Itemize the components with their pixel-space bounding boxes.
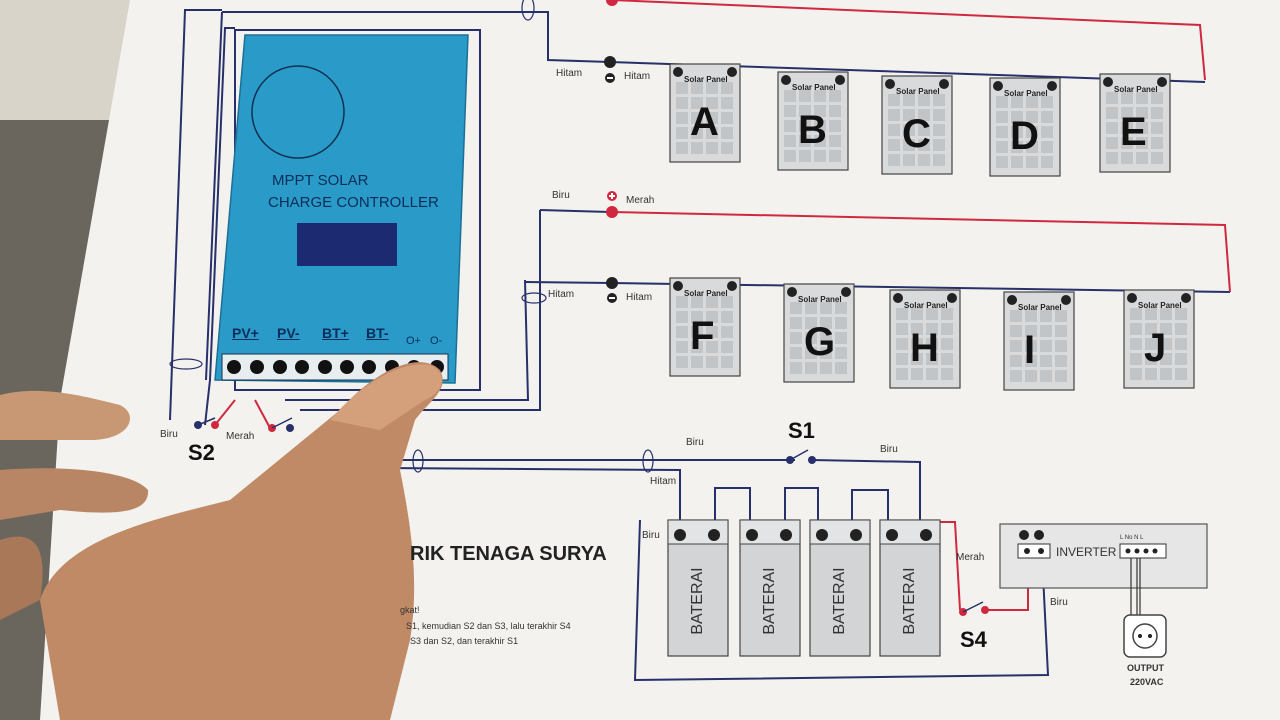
battery bbox=[739, 519, 801, 657]
terminal-screw bbox=[340, 360, 354, 374]
charge-controller bbox=[214, 29, 481, 391]
minus-terminal-icon bbox=[673, 67, 683, 77]
battery bbox=[809, 519, 871, 657]
plus-terminal-icon bbox=[1061, 295, 1071, 305]
controller-dial bbox=[251, 65, 345, 159]
terminal-screw bbox=[362, 360, 376, 374]
solar-panel-h bbox=[889, 289, 961, 389]
plus-terminal-icon bbox=[947, 293, 957, 303]
minus-terminal-icon bbox=[1127, 293, 1137, 303]
inverter bbox=[999, 523, 1208, 658]
minus-terminal-icon bbox=[1103, 77, 1113, 87]
battery-terminal-icon bbox=[780, 529, 792, 541]
battery-terminal-icon bbox=[746, 529, 758, 541]
battery-terminal-icon bbox=[708, 529, 720, 541]
battery-terminal-icon bbox=[886, 529, 898, 541]
terminal-screw bbox=[227, 360, 241, 374]
output-socket bbox=[1123, 614, 1167, 658]
plus-terminal-icon bbox=[1181, 293, 1191, 303]
minus-terminal-icon bbox=[787, 287, 797, 297]
batteries bbox=[667, 519, 941, 657]
battery bbox=[879, 519, 941, 657]
cable-ties bbox=[169, 0, 654, 473]
minus-terminal-icon bbox=[885, 79, 895, 89]
battery-terminal-icon bbox=[816, 529, 828, 541]
controller-display bbox=[297, 223, 397, 266]
terminal-screw bbox=[295, 360, 309, 374]
solar-panel-b bbox=[777, 71, 849, 171]
polarity-icons bbox=[605, 73, 617, 303]
battery-terminal-icon bbox=[850, 529, 862, 541]
minus-terminal-icon bbox=[673, 281, 683, 291]
wire-terminals bbox=[194, 0, 989, 616]
battery-terminal-icon bbox=[674, 529, 686, 541]
terminal-screws bbox=[227, 360, 444, 374]
minus-terminal-icon bbox=[993, 81, 1003, 91]
terminal-screw bbox=[250, 360, 264, 374]
minus-terminal-icon bbox=[781, 75, 791, 85]
pointing-hand bbox=[0, 362, 443, 720]
plus-terminal-icon bbox=[841, 287, 851, 297]
solar-panel-d bbox=[989, 77, 1061, 177]
minus-terminal-icon bbox=[1007, 295, 1017, 305]
plus-terminal-icon bbox=[727, 281, 737, 291]
solar-panel-g bbox=[783, 283, 855, 383]
minus-terminal-icon bbox=[893, 293, 903, 303]
terminal-screw bbox=[273, 360, 287, 374]
plus-terminal-icon bbox=[835, 75, 845, 85]
plus-terminal-icon bbox=[1047, 81, 1057, 91]
switch-blades bbox=[197, 417, 984, 613]
plus-terminal-icon bbox=[727, 67, 737, 77]
solar-panel-i bbox=[1003, 291, 1075, 391]
battery bbox=[667, 519, 729, 657]
plus-terminal-icon bbox=[939, 79, 949, 89]
plus-terminal-icon bbox=[1157, 77, 1167, 87]
solar-panels bbox=[669, 63, 1195, 391]
battery-terminal-icon bbox=[920, 529, 932, 541]
solar-panel-a bbox=[669, 63, 741, 163]
solar-panel-e bbox=[1099, 73, 1171, 173]
solar-panel-c bbox=[881, 75, 953, 175]
solar-panel-j bbox=[1123, 289, 1195, 389]
solar-panel-f bbox=[669, 277, 741, 377]
terminal-screw bbox=[318, 360, 332, 374]
